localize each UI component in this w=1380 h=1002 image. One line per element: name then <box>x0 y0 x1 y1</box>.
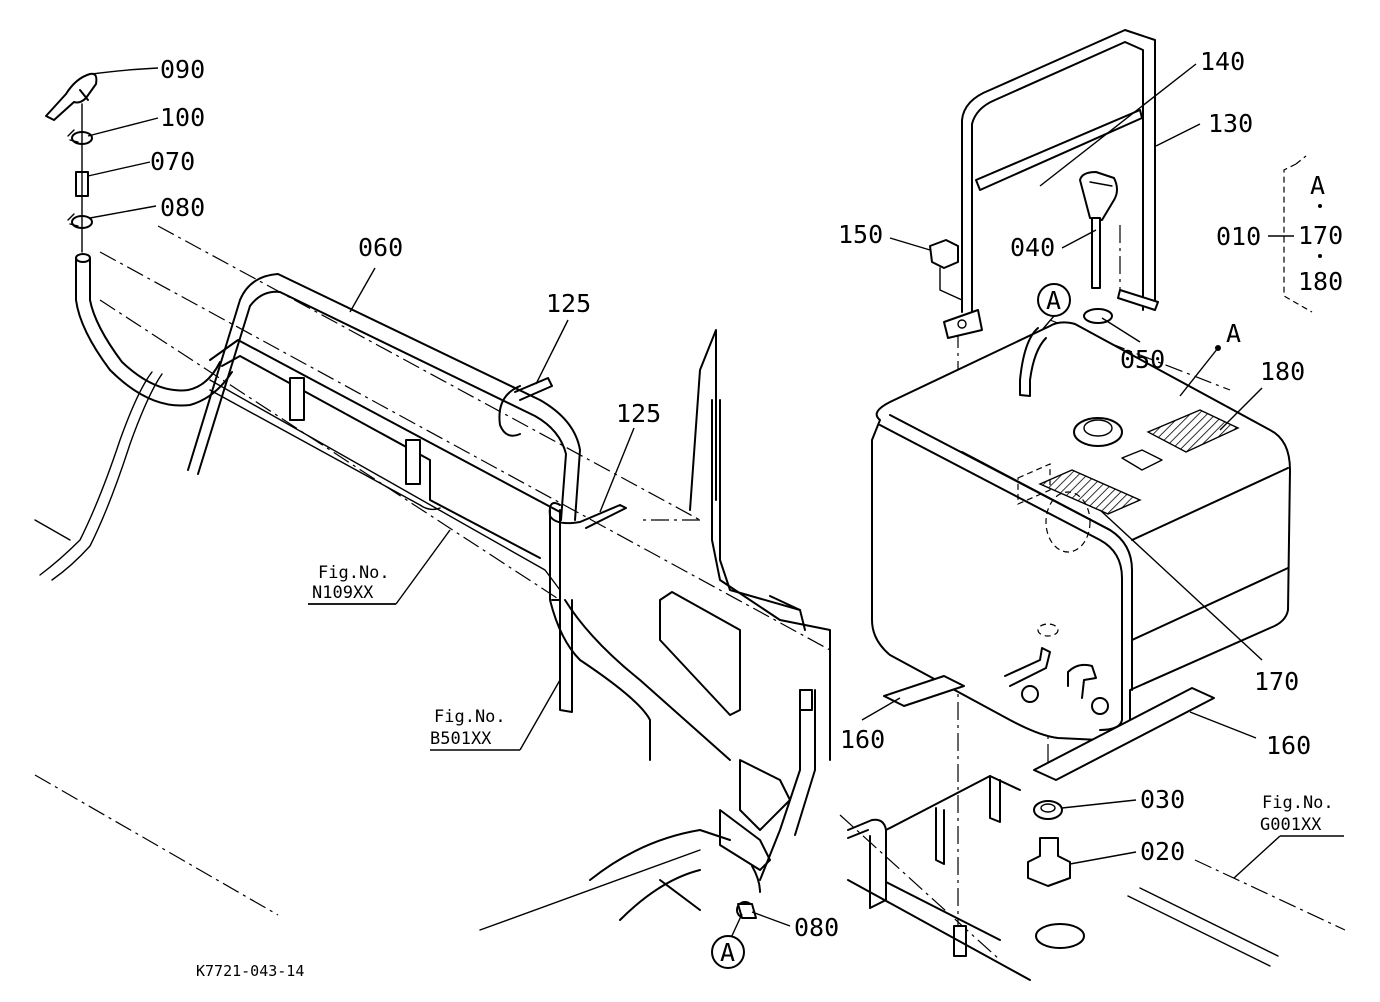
label-125-a: 125 <box>546 289 591 318</box>
label-125-b: 125 <box>616 399 661 428</box>
label-070: 070 <box>150 147 195 176</box>
label-080-top: 080 <box>160 193 205 222</box>
fig-n109-label: Fig.No. <box>318 563 390 583</box>
pipe-frame-assembly <box>187 273 831 931</box>
fig-g001-number: G001XX <box>1260 815 1322 835</box>
marker-a-tank: A <box>1226 319 1241 348</box>
label-040: 040 <box>1010 233 1055 262</box>
diagram-code: K7721-043-14 <box>196 962 304 980</box>
label-050: 050 <box>1120 345 1165 374</box>
fig-b501-label: Fig.No. <box>434 707 506 727</box>
part-labels: 090 100 070 080 060 125 125 150 040 140 … <box>150 47 1311 942</box>
kit-item-a: A <box>1310 171 1325 200</box>
filler-cap-dipstick <box>1079 171 1118 324</box>
leader-lines <box>87 63 1344 941</box>
kit-item-180: 180 <box>1298 267 1343 296</box>
label-100: 100 <box>160 103 205 132</box>
label-130: 130 <box>1208 109 1253 138</box>
tank-base-frame <box>847 775 1279 981</box>
label-170: 170 <box>1254 667 1299 696</box>
kit-010-bracket <box>1215 155 1322 351</box>
marker-a-fitting: A <box>720 938 735 967</box>
marker-a-hose: A <box>1046 286 1061 315</box>
fig-b501-number: B501XX <box>430 729 492 749</box>
label-160-left: 160 <box>840 725 885 754</box>
tank-handle-frame <box>929 29 1159 339</box>
hose-fittings <box>34 72 233 581</box>
fuel-tank <box>871 321 1291 741</box>
figure-references: Fig.No. N109XX Fig.No. B501XX Fig.No. G0… <box>312 563 1334 835</box>
fig-n109-number: N109XX <box>312 583 374 603</box>
label-180: 180 <box>1260 357 1305 386</box>
hose-clips <box>498 377 627 529</box>
label-140: 140 <box>1200 47 1245 76</box>
label-020: 020 <box>1140 837 1185 866</box>
kit-item-170: 170 <box>1298 221 1343 250</box>
marker-a-fitting-circle <box>711 935 745 969</box>
label-150: 150 <box>838 220 883 249</box>
label-160-right: 160 <box>1266 731 1311 760</box>
label-080-bottom: 080 <box>794 913 839 942</box>
fig-g001-label: Fig.No. <box>1262 793 1334 813</box>
tank-pads <box>883 675 1215 781</box>
marker-a-hose-circle <box>1037 283 1071 317</box>
marker-labels: A A A <box>720 286 1241 967</box>
kit-010-contents: A 170 180 <box>1298 171 1343 296</box>
label-090: 090 <box>160 55 205 84</box>
drain-plug-washer <box>953 800 1085 957</box>
label-030: 030 <box>1140 785 1185 814</box>
label-060: 060 <box>358 233 403 262</box>
label-010: 010 <box>1216 222 1261 251</box>
